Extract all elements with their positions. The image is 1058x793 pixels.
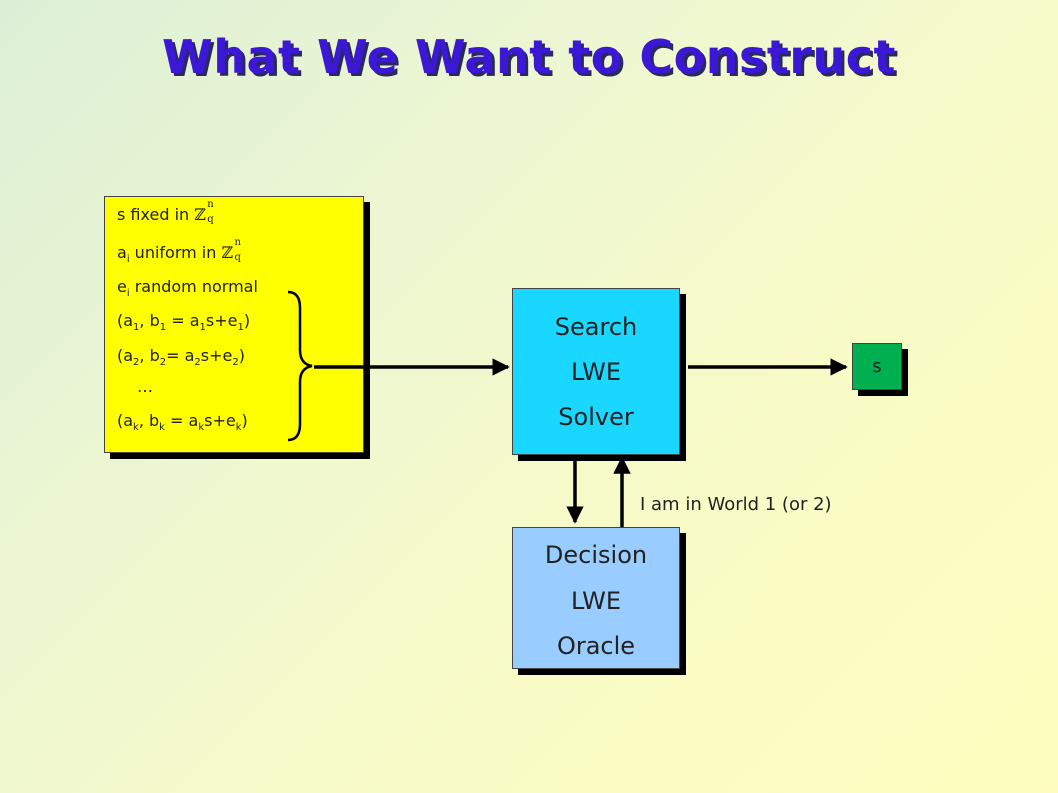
curly-brace xyxy=(287,290,313,442)
solver-label-3: Solver xyxy=(558,403,634,431)
secret-text: s fixed in xyxy=(117,205,195,224)
page-title: What We Want to Construct xyxy=(161,30,896,84)
solver-label-2: LWE xyxy=(570,358,622,386)
ellipsis: … xyxy=(137,377,153,396)
output-s-label: s xyxy=(872,356,882,377)
oracle-label-2: LWE xyxy=(570,587,622,615)
oracle-label-3: Oracle xyxy=(556,632,636,660)
search-lwe-solver-box: Search LWE Solver xyxy=(512,288,680,455)
oracle-label-1: Decision xyxy=(544,541,648,569)
output-s-box: s xyxy=(852,343,902,390)
world-annotation: I am in World 1 (or 2) xyxy=(640,494,832,515)
e-line: ei random normal xyxy=(117,277,258,300)
sample-1: (a1, b1 = a1s+e1) xyxy=(117,311,251,334)
sample-k: (ak, bk = aks+ek) xyxy=(117,411,248,434)
solver-label-1: Search xyxy=(554,313,638,341)
sample-2: (a2, b2= a2s+e2) xyxy=(117,346,246,369)
decision-lwe-oracle-box: Decision LWE Oracle xyxy=(512,527,680,669)
